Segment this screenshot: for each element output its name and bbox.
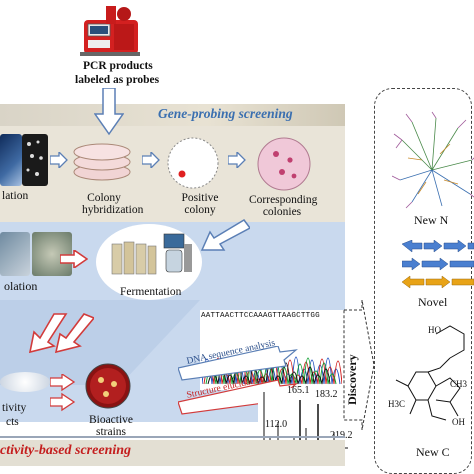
isolation-label: lation: [2, 190, 29, 202]
activity-label: tivity: [2, 402, 27, 414]
chem-label: H3C: [388, 399, 406, 409]
labeled-probes-label: labeled as probes: [75, 74, 160, 86]
discovery-label: Discovery: [345, 354, 359, 405]
pcr-products-label: PCR products: [83, 60, 153, 72]
pcr-machine-icon: [80, 6, 140, 56]
bioactive-strains-label: Bioactive strains: [88, 414, 134, 439]
activity-based-band: [0, 440, 345, 466]
isolation-photo-1: [0, 134, 22, 186]
activity-band-separator: [0, 436, 345, 438]
positive-colony-dish-icon: [167, 137, 219, 189]
novel-cluster-label: Novel: [418, 295, 448, 309]
fermentation-label: Fermentation: [120, 286, 182, 298]
gene-cluster-icon: [402, 240, 474, 289]
hybridization-dishes-icon: [73, 143, 131, 181]
right-arrow-icon: [142, 152, 160, 168]
middle-isolation-label: olation: [4, 279, 38, 293]
chem-label: HO: [428, 325, 441, 335]
corresponding-colonies-dish-icon: [257, 137, 311, 191]
ms-peak-label: 183.2: [315, 389, 338, 400]
down-arrow-icon: [94, 88, 124, 136]
red-right-arrow-icon: [60, 250, 88, 268]
flasks-icon: [111, 241, 157, 275]
dna-sequence-text: AATTAACTTCCAAAGTTAAGCTTGG: [201, 312, 320, 320]
new-compound-label: New C: [416, 445, 450, 459]
phylogenetic-tree-icon: [392, 111, 474, 209]
dna-analysis-arrow: [178, 346, 298, 381]
red-right-arrows-icon: [50, 374, 76, 412]
ms-peak-label: 112.0: [265, 419, 288, 430]
new-tree-label: New N: [414, 213, 449, 227]
fermenter-icon: [163, 233, 192, 273]
discovery-arrow: [343, 300, 375, 430]
ms-peak-label: 219.2: [330, 430, 353, 442]
isolation-plate-photo-2: [32, 232, 72, 276]
gene-probing-title: Gene-probing screening: [158, 106, 293, 121]
isolation-plate-photo-1: [0, 232, 30, 276]
activity-based-title: ctivity-based screening: [0, 443, 132, 458]
red-diagonal-arrows-icon: [28, 313, 94, 354]
activity-label-2: cts: [6, 416, 19, 428]
right-arrow-icon: [228, 152, 246, 168]
activity-photo: [0, 372, 50, 392]
ms-peak-label: 165.1: [287, 385, 310, 396]
chem-label: OH: [452, 417, 465, 427]
corresponding-colonies-label: Corresponding colonies: [249, 194, 318, 219]
chem-label: CH3: [450, 379, 468, 389]
colony-hybridization-label: Colony hybridization: [82, 192, 144, 217]
isolation-photo-2: [22, 134, 48, 186]
gene-probing-band: [0, 104, 345, 126]
positive-colony-label: Positive colony: [181, 192, 219, 217]
right-arrow-icon: [50, 152, 68, 168]
bioactive-plate-icon: [85, 363, 131, 409]
diagonal-arrow-icon: [200, 219, 250, 251]
chemical-structure-icon: [395, 325, 465, 421]
